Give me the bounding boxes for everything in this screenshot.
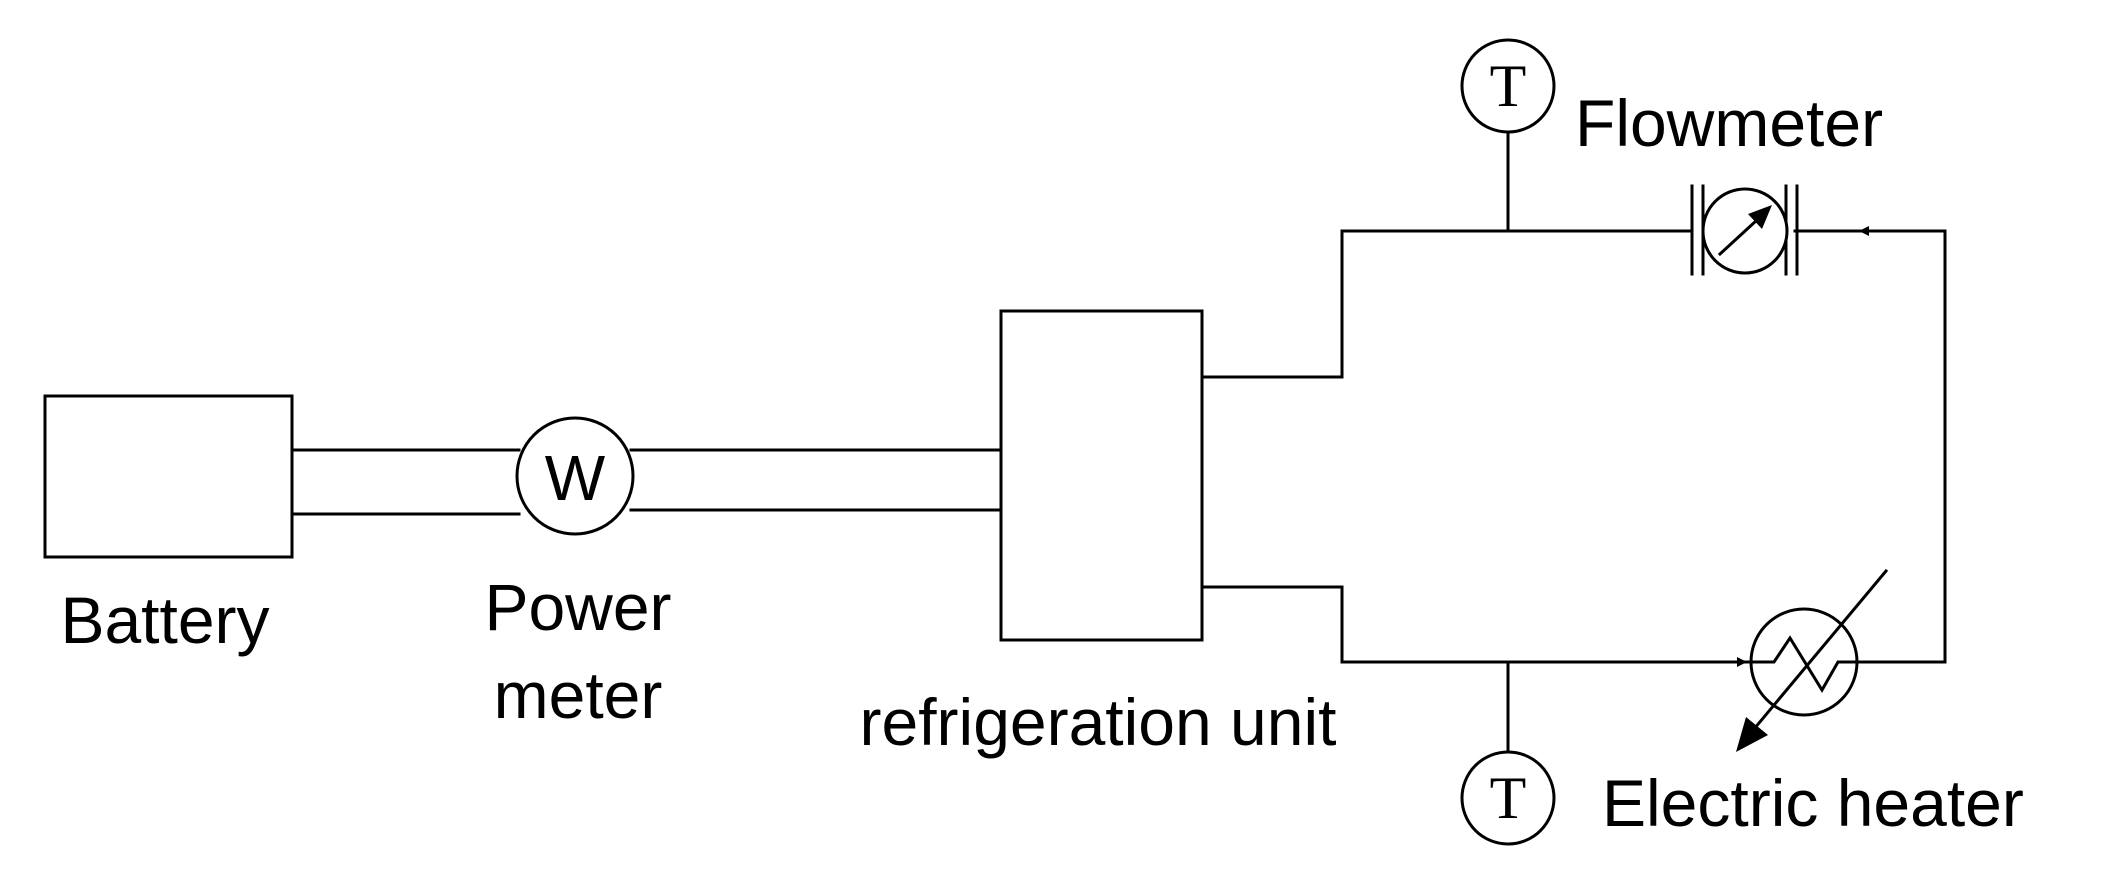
temperature-sensor-top: T	[1460, 38, 1556, 233]
temperature-sensor-bottom-text: T	[1490, 765, 1527, 831]
battery-box	[43, 394, 294, 559]
temperature-sensor-top-text: T	[1490, 53, 1527, 119]
electrical-wires	[290, 448, 1002, 516]
power-meter-symbol: W	[515, 416, 635, 536]
flowmeter-symbol	[1634, 184, 1799, 276]
electric-heater-label: Electric heater	[1602, 766, 2024, 840]
refrigeration-unit-label: refrigeration unit	[860, 685, 1337, 759]
temperature-sensor-bottom: T	[1460, 660, 1556, 846]
refrigeration-unit-box	[999, 309, 1204, 642]
power-meter-label-line1: Power	[484, 570, 671, 644]
coolant-loop-piping	[1202, 229, 1947, 664]
power-meter-symbol-text: W	[545, 442, 606, 514]
power-meter-label-line2: meter	[494, 658, 663, 732]
battery-label: Battery	[60, 583, 269, 657]
flowmeter-label: Flowmeter	[1575, 86, 1883, 160]
electric-heater-symbol	[1736, 568, 1889, 752]
